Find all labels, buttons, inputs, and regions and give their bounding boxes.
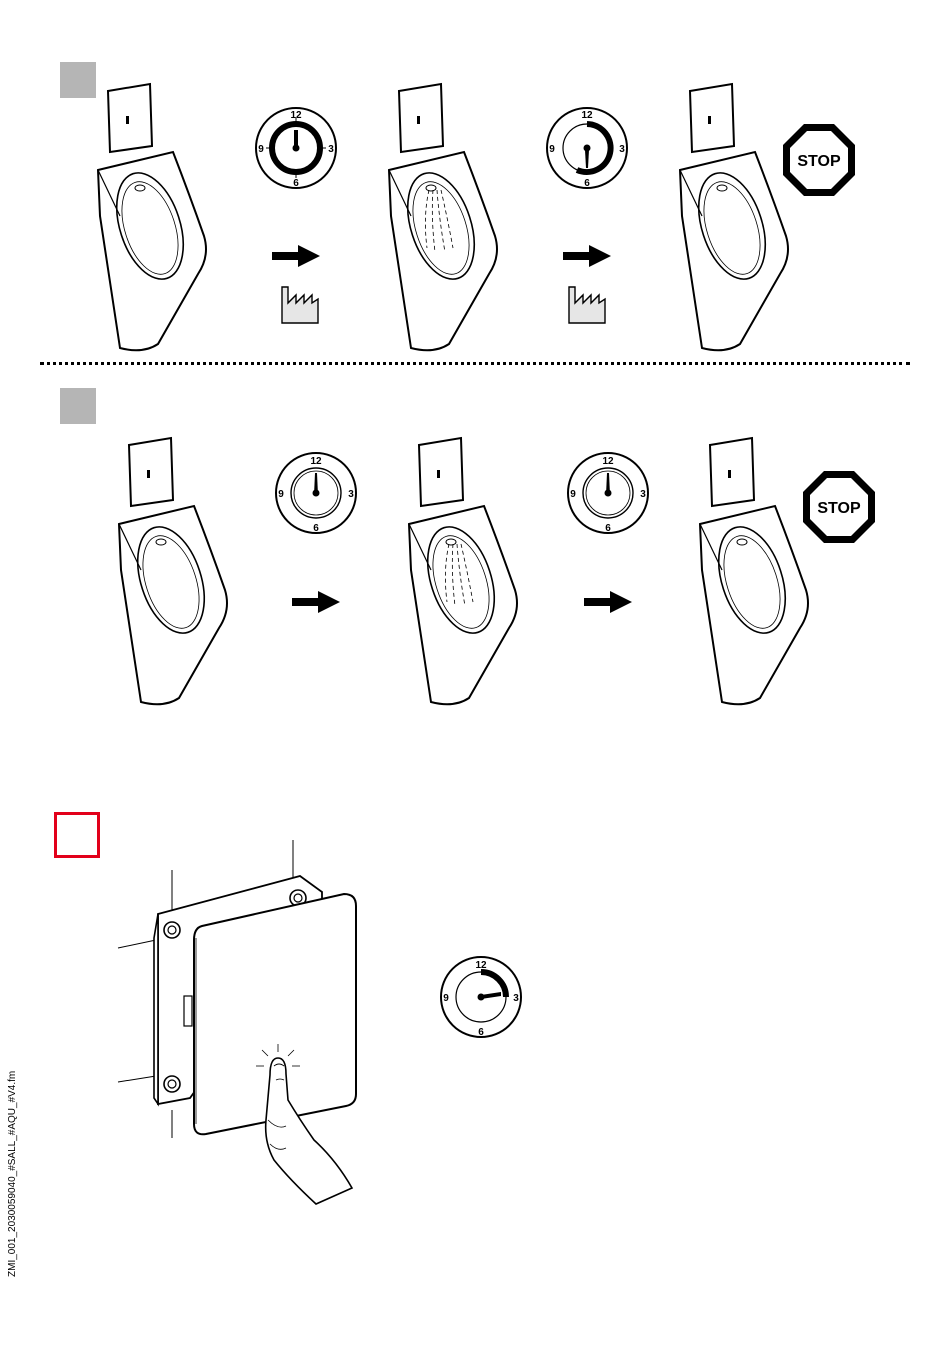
urinal-3	[680, 84, 788, 350]
clock-label-9: 9	[443, 993, 449, 1004]
clock-label-3: 3	[328, 144, 334, 155]
section-1-illustration: 12 6 9 3 12 6 9 3 STOP	[0, 0, 950, 360]
arrow-right-icon	[272, 245, 320, 267]
clock-label-3: 3	[513, 993, 519, 1004]
clock-icon: 12 6 9 3	[568, 453, 648, 534]
clock-icon: 12 6 9 3	[256, 108, 336, 189]
clock-label-12: 12	[602, 456, 614, 467]
clock-label-6: 6	[313, 523, 319, 534]
clock-label-6: 6	[293, 178, 299, 189]
clock-label-6: 6	[605, 523, 611, 534]
section-3-marker	[54, 812, 100, 858]
clock-label-12: 12	[290, 110, 302, 121]
clock-label-3: 3	[348, 489, 354, 500]
stop-label: STOP	[797, 153, 841, 170]
stop-label: STOP	[817, 500, 861, 517]
arrow-right-icon	[563, 245, 611, 267]
clock-label-9: 9	[278, 489, 284, 500]
clock-label-9: 9	[549, 144, 555, 155]
clock-label-12: 12	[581, 110, 593, 121]
urinal-3	[700, 438, 808, 704]
urinal-1	[119, 438, 227, 704]
clock-icon: 12 6 9 3	[438, 954, 524, 1040]
clock-label-3: 3	[619, 144, 625, 155]
clock-label-12: 12	[310, 456, 322, 467]
clock-label-9: 9	[258, 144, 264, 155]
factory-icon	[282, 287, 318, 323]
clock-icon: 12 6 9 3	[276, 453, 356, 534]
section-2-illustration: 12 6 9 3 12 6 9 3 STOP	[0, 360, 950, 710]
urinal-2-flushing	[389, 84, 497, 350]
clock-label-9: 9	[570, 489, 576, 500]
clock-label-6: 6	[584, 178, 590, 189]
clock-label-6: 6	[478, 1027, 484, 1038]
stop-sign-icon: STOP	[783, 124, 855, 196]
arrow-right-icon	[584, 591, 632, 613]
stop-sign-icon: STOP	[803, 471, 875, 543]
arrow-right-icon	[292, 591, 340, 613]
urinal-2-flushing	[409, 438, 517, 704]
urinal-1	[98, 84, 206, 350]
control-panel-illustration	[100, 830, 380, 1220]
clock-label-3: 3	[640, 489, 646, 500]
clock-icon: 12 6 9 3	[547, 108, 627, 189]
factory-icon	[569, 287, 605, 323]
file-reference-label: ZMI_001_2030059040_#SALL_#AQU_#V4.fm	[7, 1057, 21, 1277]
clock-label-12: 12	[475, 960, 487, 971]
